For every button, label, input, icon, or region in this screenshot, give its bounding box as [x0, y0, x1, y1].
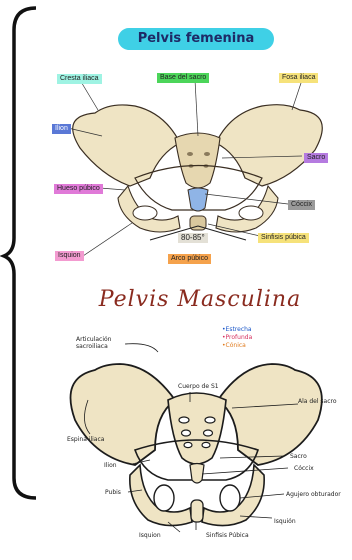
label-sinfisis-pubica-male: Sinfisis Púbica: [206, 532, 249, 539]
label-hueso-pubico: Hueso púbico: [54, 184, 103, 194]
label-coccix: Cóccix: [288, 200, 315, 210]
label-cresta-iliaca: Cresta iliaca: [57, 74, 102, 84]
label-espina-iliaca: Espina iliaca: [67, 436, 104, 443]
label-coccix-male: Cóccix: [294, 465, 314, 472]
label-ilion-male: Ilion: [104, 462, 117, 469]
label-ala-del-sacro: Ala del sacro: [298, 398, 340, 405]
label-angle: 80-85°: [178, 233, 208, 243]
label-agujero-obturador: Agujero obturador: [286, 491, 341, 498]
legend-estrecha: •Estrecha: [222, 326, 252, 334]
label-sacro: Sacro: [304, 153, 328, 163]
label-isquion-left: Isquion: [139, 532, 161, 539]
left-bracket: [0, 0, 40, 560]
label-ilion: Ilion: [52, 124, 71, 134]
male-pelvis-title: Pelvis Masculina: [70, 286, 330, 314]
label-sinfisis-pubica: Sinfisis púbica: [258, 233, 309, 243]
label-isquion-right: Isquión: [274, 518, 296, 525]
label-arco-pubico: Arco púbico: [168, 254, 211, 264]
label-base-del-sacro: Base del sacro: [157, 73, 209, 83]
label-cuerpo-s1: Cuerpo de S1: [178, 383, 219, 390]
label-sacro-male: Sacro: [290, 453, 307, 460]
label-articulacion-sacroiliaca: Articulación sacroiliaca: [76, 336, 132, 350]
label-pubis: Pubis: [105, 489, 121, 496]
label-isquion: Isquion: [55, 251, 84, 261]
label-fosa-iliaca: Fosa iliaca: [279, 73, 318, 83]
female-pelvis-title: Pelvis femenina: [118, 28, 274, 50]
